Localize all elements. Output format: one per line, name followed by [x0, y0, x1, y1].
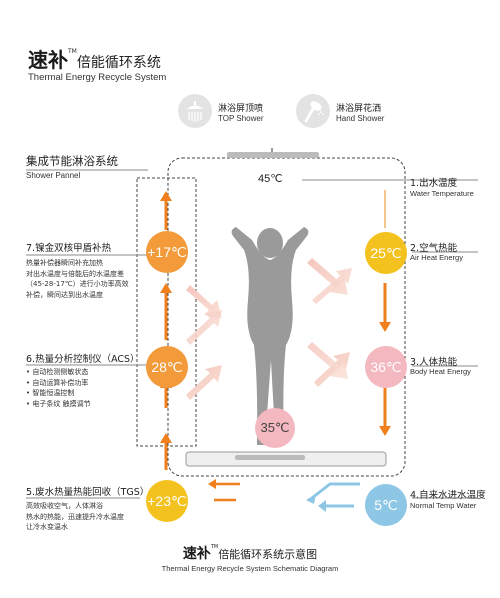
item7-line-4: 补偿，瞬间达到出水温度	[26, 290, 103, 299]
item6-bullet-4: • 电子条纹 触摸调节	[26, 399, 91, 408]
footer-brand: 速补	[182, 546, 211, 562]
item7-line-3: （45-28-17℃）进行小功率高效	[26, 280, 129, 288]
brand-title-suffix: 倍能循环系统	[76, 55, 161, 71]
item1-title: 1.出水温度	[410, 178, 458, 189]
top-shower-cn: 淋浴屏顶喷	[218, 104, 264, 114]
trademark: TM	[68, 48, 77, 55]
item6-bullet-1-text: 自动检测侧敏状态	[32, 368, 89, 376]
hand-shower-cn: 淋浴屏花洒	[336, 104, 382, 114]
brand-title: 速补	[28, 48, 68, 72]
shower-enclosure-outline	[167, 157, 406, 477]
item6-bullet-2-text: 自动运算补偿功率	[32, 378, 89, 387]
footer-trademark: TM	[210, 544, 219, 550]
item7-line-1: 热量补偿器瞬间补充加热	[26, 259, 103, 267]
item6-bullet-4-text: 电子条纹 触摸调节	[32, 399, 91, 408]
cold-water-arrows	[311, 482, 360, 508]
brand-subtitle: Thermal Energy Recycle System	[28, 72, 167, 83]
item5-title: 5.废水热量热能回收（TGS）	[26, 487, 150, 498]
item7-desc: 热量补偿器瞬间补充加热 对出水温度与倍能后的水温度差 （45-28-17℃）进行…	[26, 258, 156, 300]
diagonal-heat-arrows	[186, 258, 352, 400]
item2-subtitle: Air Heat Energy	[410, 253, 463, 262]
item2-title: 2.空气热能	[410, 243, 458, 254]
panel-subtitle: Shower Pannel	[26, 171, 81, 180]
item5-line-1: 高效吸收空气，人体淋浴	[26, 502, 103, 510]
hand-shower-en: Hand Shower	[336, 114, 385, 123]
item7-line-2: 对出水温度与倍能后的水温度差	[26, 269, 124, 278]
temp-plus17-circle: +17℃	[146, 231, 188, 273]
brand-header: 速补TM倍能循环系统	[28, 44, 161, 73]
temp-25-circle: 25℃	[365, 232, 407, 274]
footer-subtitle: Thermal Energy Recycle System Schematic …	[161, 564, 339, 573]
item6-title: 6.热量分析控制仪（ACS）	[26, 354, 140, 365]
footer-title-suffix: 倍能循环系统示意图	[218, 548, 318, 561]
hand-shower-icon	[296, 94, 330, 128]
panel-title: 集成节能淋浴系统	[26, 154, 118, 168]
item5-line-3: 让冷水变温水	[26, 523, 68, 531]
item4-subtitle: Normal Temp Water	[410, 501, 477, 510]
item6-desc: • 自动检测侧敏状态 • 自动运算补偿功率 • 智能恒温控制 • 电子条纹 触摸…	[26, 367, 146, 409]
top-shower-en: TOP Shower	[218, 114, 264, 123]
item1-subtitle: Water Temperature	[410, 189, 474, 198]
item6-bullet-3: • 智能恒温控制	[26, 389, 75, 397]
item3-title: 3.人体热能	[410, 357, 458, 368]
person-silhouette	[231, 227, 309, 445]
item7-title: 7.镍金双核甲盾补热	[26, 243, 112, 254]
item6-bullet-1: • 自动检测侧敏状态	[26, 368, 89, 376]
item6-bullet-2: • 自动运算补偿功率	[26, 378, 89, 387]
rain-shower-icon	[178, 94, 212, 128]
temp-top: 45℃	[258, 173, 283, 185]
temp-36-circle: 36℃	[365, 346, 407, 388]
item5-line-2: 热水的热能，迅速提升冷水温度	[26, 512, 124, 521]
item6-bullet-3-text: 智能恒温控制	[32, 389, 75, 397]
item3-subtitle: Body Heat Energy	[410, 367, 471, 376]
temp-5-circle: 5℃	[365, 484, 407, 526]
item5-desc: 高效吸收空气，人体淋浴 热水的热能，迅速提升冷水温度 让冷水变温水	[26, 501, 151, 533]
item4-title: 4.自来水进水温度	[410, 490, 486, 501]
temp-plus23-circle: +23℃	[146, 480, 188, 522]
temp-28-circle: 28℃	[146, 346, 188, 388]
footer-title: 速补TM倍能循环系统示意图	[0, 543, 500, 563]
shower-head	[227, 152, 319, 158]
temp-35-circle: 35℃	[255, 408, 295, 448]
